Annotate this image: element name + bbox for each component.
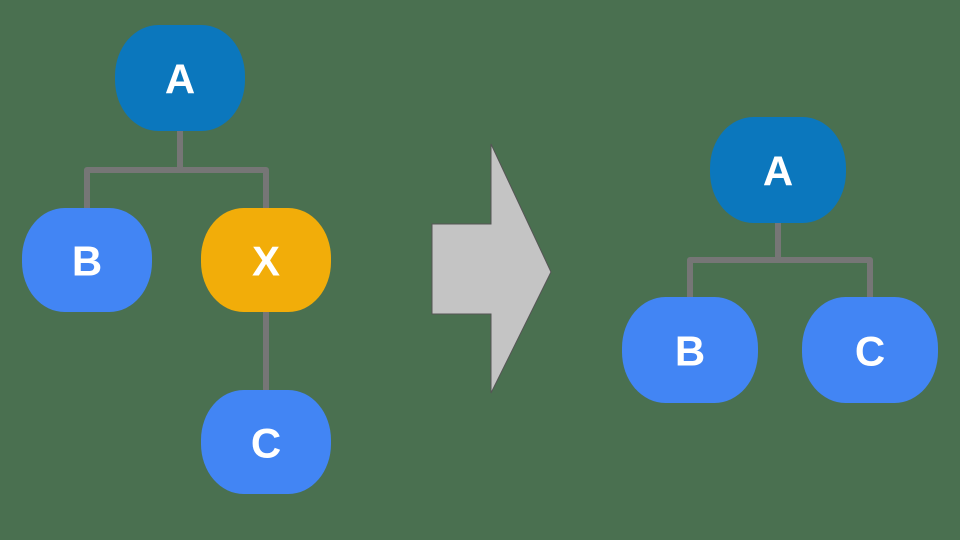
after-tree-edges xyxy=(687,220,873,300)
node-shape xyxy=(201,208,331,312)
tree-node-c-after[interactable]: C xyxy=(802,297,938,403)
node-label: C xyxy=(251,420,281,467)
node-shape xyxy=(622,297,758,403)
node-label: B xyxy=(72,238,102,285)
before-tree-nodes: A B X C xyxy=(22,25,331,494)
node-shape xyxy=(802,297,938,403)
tree-node-a-after[interactable]: A xyxy=(710,117,846,223)
tree-node-x-before[interactable]: X xyxy=(201,208,331,312)
node-label: A xyxy=(165,56,195,103)
edges-layer xyxy=(84,128,873,393)
node-label: X xyxy=(252,238,280,285)
tree-node-b-after[interactable]: B xyxy=(622,297,758,403)
node-shape xyxy=(201,390,331,494)
before-tree-edges xyxy=(84,128,269,393)
node-shape xyxy=(710,117,846,223)
edge-a2-to-c2 xyxy=(775,257,873,300)
edge-a-to-b xyxy=(84,128,183,211)
edge-a2-to-b2 xyxy=(687,220,781,300)
after-tree-nodes: A B C xyxy=(622,117,938,403)
arrow-layer xyxy=(431,143,552,394)
right-arrow-icon xyxy=(431,143,552,394)
node-shape xyxy=(22,208,152,312)
tree-node-c-before[interactable]: C xyxy=(201,390,331,494)
node-label: C xyxy=(855,328,885,375)
node-shape xyxy=(115,25,245,131)
tree-node-a-before[interactable]: A xyxy=(115,25,245,131)
edge-a-to-x xyxy=(177,167,269,211)
node-label: B xyxy=(675,328,705,375)
node-label: A xyxy=(763,148,793,195)
tree-node-b-before[interactable]: B xyxy=(22,208,152,312)
nodes-layer: A B X C A B C xyxy=(22,25,938,494)
